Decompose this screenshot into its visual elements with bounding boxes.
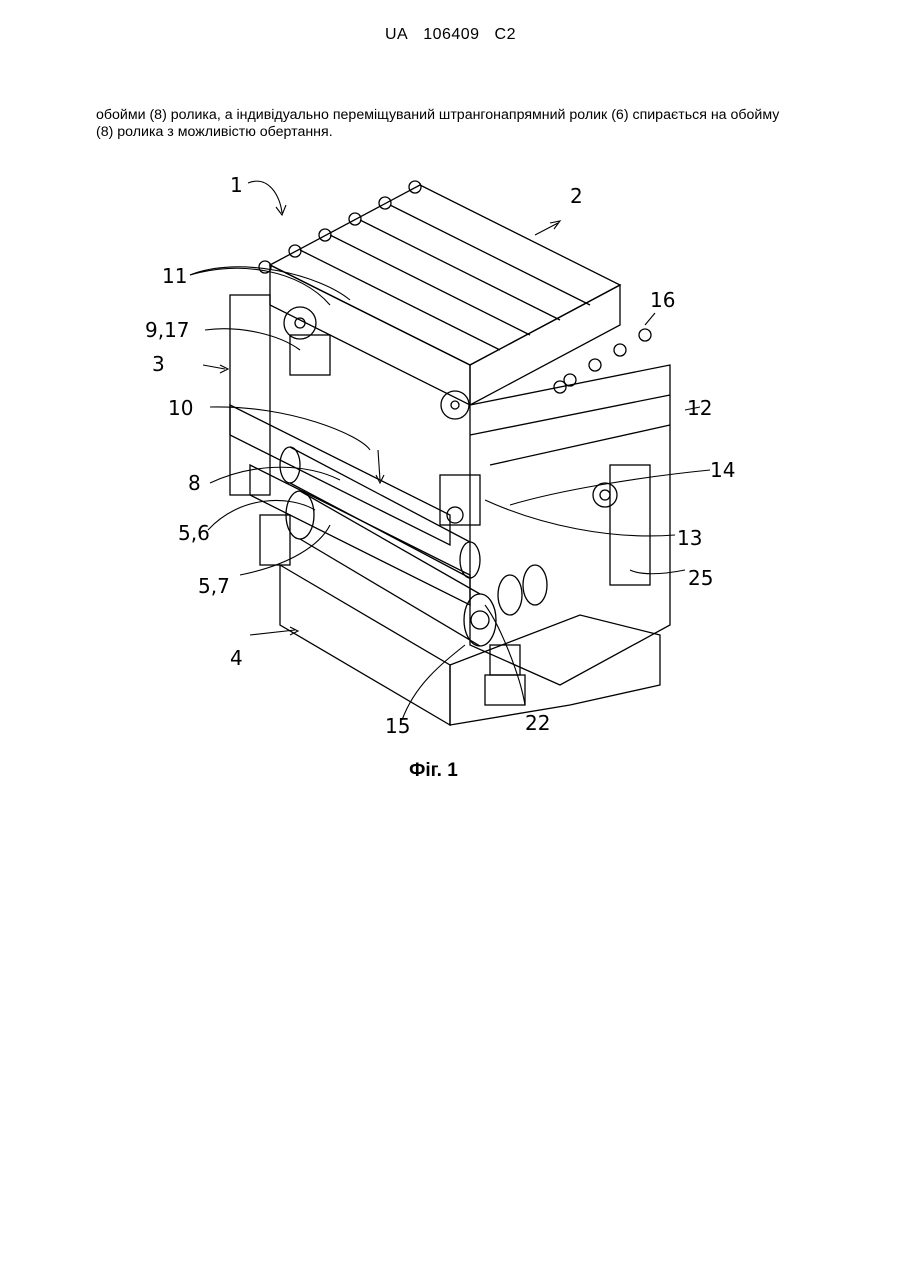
label-13: 13 [677, 526, 702, 550]
left-frame [230, 295, 480, 605]
label-3: 3 [152, 352, 165, 376]
label-8: 8 [188, 471, 201, 495]
country-code: UA [385, 26, 408, 43]
figure-caption: Фіг. 1 [0, 760, 867, 782]
label-14: 14 [710, 458, 735, 482]
label-16: 16 [650, 288, 675, 312]
label-5-6: 5,6 [178, 521, 210, 545]
reference-labels: 1 2 11 16 9,17 3 10 12 8 14 5,6 13 25 5,… [145, 173, 735, 738]
label-11: 11 [162, 264, 187, 288]
label-1: 1 [230, 173, 243, 197]
figure-drawing: 1 2 11 16 9,17 3 10 12 8 14 5,6 13 25 5,… [140, 165, 780, 745]
right-frame [470, 365, 670, 685]
label-15: 15 [385, 714, 410, 738]
label-22: 22 [525, 711, 550, 735]
body-paragraph: обойми (8) ролика, а індивідуально перем… [96, 107, 796, 141]
label-4: 4 [230, 646, 243, 670]
label-25: 25 [688, 566, 713, 590]
patent-number: 106409 [423, 26, 479, 43]
patent-header: UA 106409 C2 [0, 26, 901, 44]
base-block [260, 515, 660, 725]
kind-code: C2 [495, 26, 516, 43]
label-12: 12 [687, 396, 712, 420]
label-5-7: 5,7 [198, 574, 230, 598]
label-9-17: 9,17 [145, 318, 190, 342]
label-10: 10 [168, 396, 193, 420]
label-2: 2 [570, 184, 583, 208]
